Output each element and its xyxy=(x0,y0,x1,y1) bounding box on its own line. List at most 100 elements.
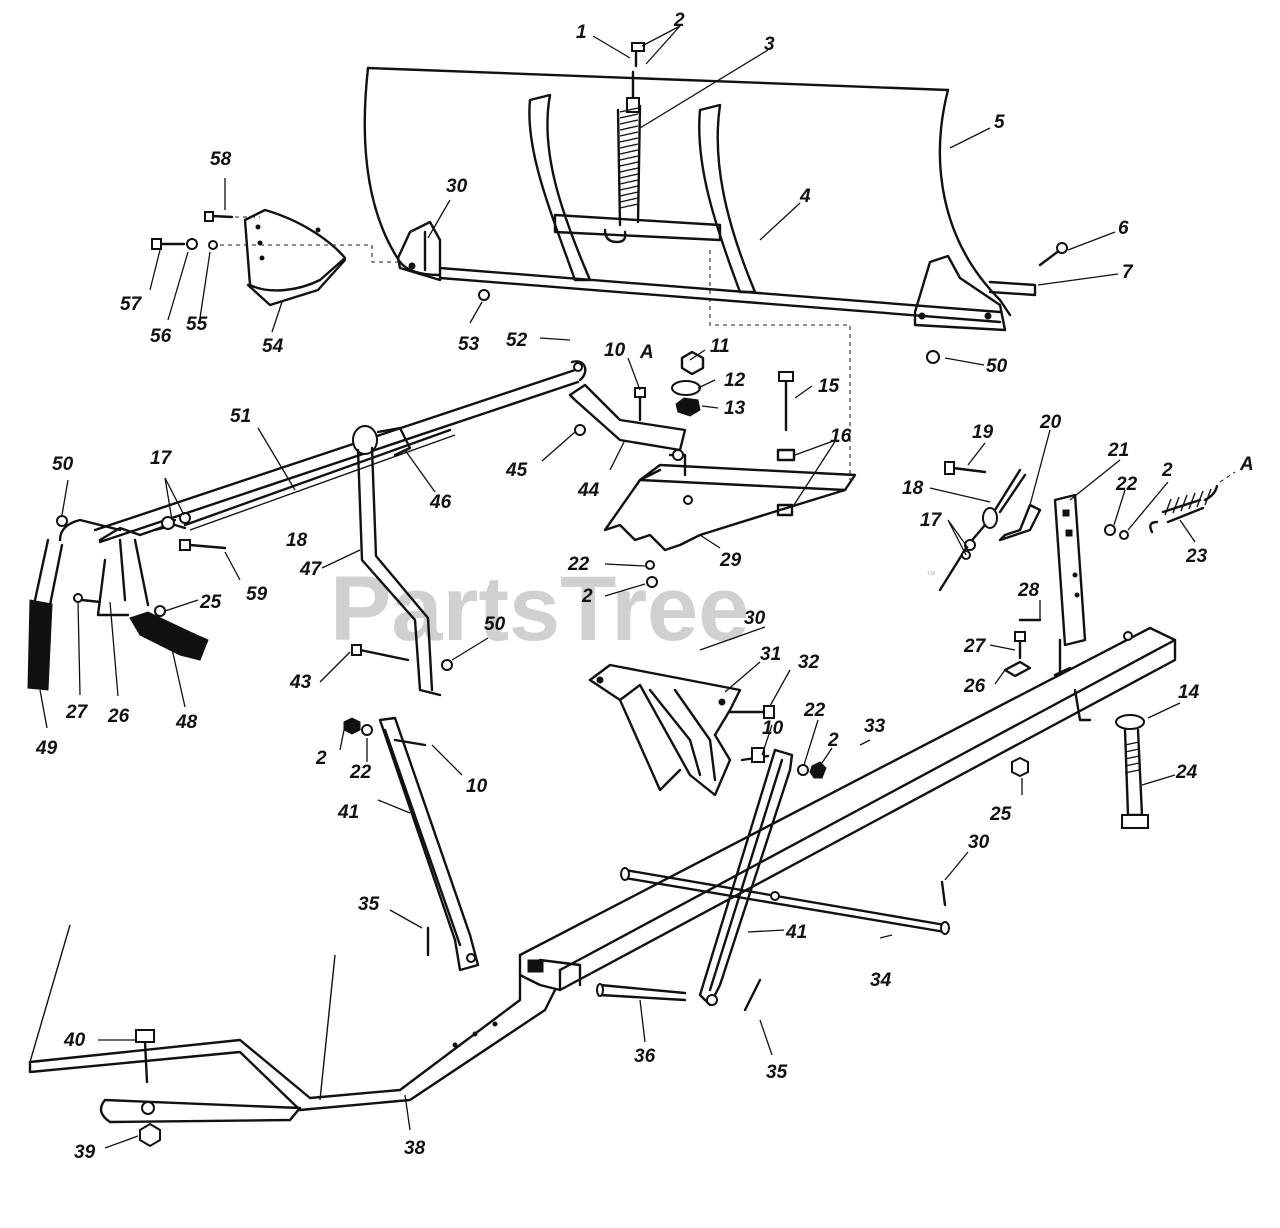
callout-50: 50 xyxy=(484,614,506,635)
handle-cable xyxy=(183,428,456,531)
callout-53: 53 xyxy=(458,334,480,355)
lift-lever xyxy=(56,512,227,661)
spacer-tube xyxy=(596,983,687,1002)
callout-27: 27 xyxy=(963,636,987,657)
watermark: PartsTree xyxy=(330,558,749,660)
callout-25: 25 xyxy=(989,804,1012,825)
callout-54: 54 xyxy=(262,336,284,357)
callout-35: 35 xyxy=(358,894,380,915)
watermark-trademark: ™ xyxy=(926,570,936,581)
callout-7: 7 xyxy=(1122,262,1134,283)
callout-1: 1 xyxy=(576,22,587,43)
handle-pivot xyxy=(352,425,412,457)
callout-51: 51 xyxy=(230,406,251,427)
callout-2: 2 xyxy=(827,730,839,751)
callout-15: 15 xyxy=(818,376,840,397)
lift-link xyxy=(351,446,453,697)
callout-43: 43 xyxy=(289,672,312,693)
frame-slot-bolt xyxy=(1003,631,1032,778)
callout-58: 58 xyxy=(210,149,232,170)
callout-30: 30 xyxy=(744,608,766,629)
callout-22: 22 xyxy=(567,554,590,575)
mounting-plate xyxy=(603,449,857,588)
callout-10: 10 xyxy=(466,776,488,797)
callout-23: 23 xyxy=(1185,546,1208,567)
callout-2: 2 xyxy=(315,748,327,769)
callout-56: 56 xyxy=(150,326,172,347)
callout-17: 17 xyxy=(150,448,173,469)
callout-32: 32 xyxy=(798,652,820,673)
callout-33: 33 xyxy=(864,716,886,737)
callout-47: 47 xyxy=(299,559,323,580)
callout-28: 28 xyxy=(1017,580,1040,601)
callout-31: 31 xyxy=(760,644,781,665)
callout-2: 2 xyxy=(581,586,593,607)
callout-44: 44 xyxy=(577,480,600,501)
spring xyxy=(603,70,642,244)
callout-2: 2 xyxy=(673,10,685,31)
callout-27: 27 xyxy=(65,702,89,723)
callout-26: 26 xyxy=(963,676,986,697)
callout-29: 29 xyxy=(719,550,742,571)
plow-blade xyxy=(363,66,1037,332)
callout-30: 30 xyxy=(968,832,990,853)
callout-30: 30 xyxy=(446,176,468,197)
callout-A: A xyxy=(1239,454,1254,475)
callout-22: 22 xyxy=(1115,474,1138,495)
frame-bolt xyxy=(1115,714,1149,829)
callout-35: 35 xyxy=(766,1062,788,1083)
callout-41: 41 xyxy=(785,922,807,943)
callout-16: 16 xyxy=(830,426,852,447)
callout-39: 39 xyxy=(74,1142,96,1163)
callout-6: 6 xyxy=(1118,218,1129,239)
cable-bracket xyxy=(998,503,1042,542)
center-pivot-bracket xyxy=(568,350,796,517)
callout-40: 40 xyxy=(63,1030,86,1051)
callout-34: 34 xyxy=(870,970,892,991)
callout-22: 22 xyxy=(349,762,372,783)
guide-line xyxy=(709,250,851,480)
center-mount-bracket xyxy=(588,663,827,797)
tension-spring xyxy=(1149,471,1236,534)
frame-tube xyxy=(518,626,1177,992)
lift-handle xyxy=(27,518,122,691)
callout-48: 48 xyxy=(175,712,198,733)
callout-10: 10 xyxy=(762,718,784,739)
callout-A: A xyxy=(639,342,654,363)
callout-26: 26 xyxy=(107,706,130,727)
callout-50: 50 xyxy=(986,356,1008,377)
callout-12: 12 xyxy=(724,370,746,391)
callout-25: 25 xyxy=(199,592,222,613)
callout-13: 13 xyxy=(724,398,746,419)
callout-36: 36 xyxy=(634,1046,656,1067)
callout-24: 24 xyxy=(1175,762,1198,783)
callout-18: 18 xyxy=(286,530,308,551)
right-blade-bolt xyxy=(926,242,1068,364)
callout-14: 14 xyxy=(1178,682,1200,703)
callout-20: 20 xyxy=(1039,412,1062,433)
callout-55: 55 xyxy=(186,314,208,335)
callout-52: 52 xyxy=(506,330,528,351)
callout-labels: 1 2 3 4 5 6 7 50 58 30 57 56 55 54 53 52… xyxy=(35,10,1254,1163)
callout-22: 22 xyxy=(803,700,826,721)
callout-59: 59 xyxy=(246,584,268,605)
callout-10: 10 xyxy=(604,340,626,361)
callout-19: 19 xyxy=(972,422,994,443)
callout-50: 50 xyxy=(52,454,74,475)
callout-21: 21 xyxy=(1107,440,1129,461)
callout-17: 17 xyxy=(920,510,943,531)
left-lift-arm xyxy=(343,716,480,972)
callout-18: 18 xyxy=(902,478,924,499)
callout-4: 4 xyxy=(799,186,811,207)
bolt-and-nut xyxy=(631,42,645,68)
callout-11: 11 xyxy=(710,336,730,357)
right-lift-arm xyxy=(698,748,794,1012)
cross-shaft xyxy=(620,867,950,935)
callout-45: 45 xyxy=(505,460,528,481)
lift-plate xyxy=(1053,493,1129,647)
callout-5: 5 xyxy=(994,112,1005,133)
callout-46: 46 xyxy=(429,492,452,513)
callout-3: 3 xyxy=(764,34,775,55)
